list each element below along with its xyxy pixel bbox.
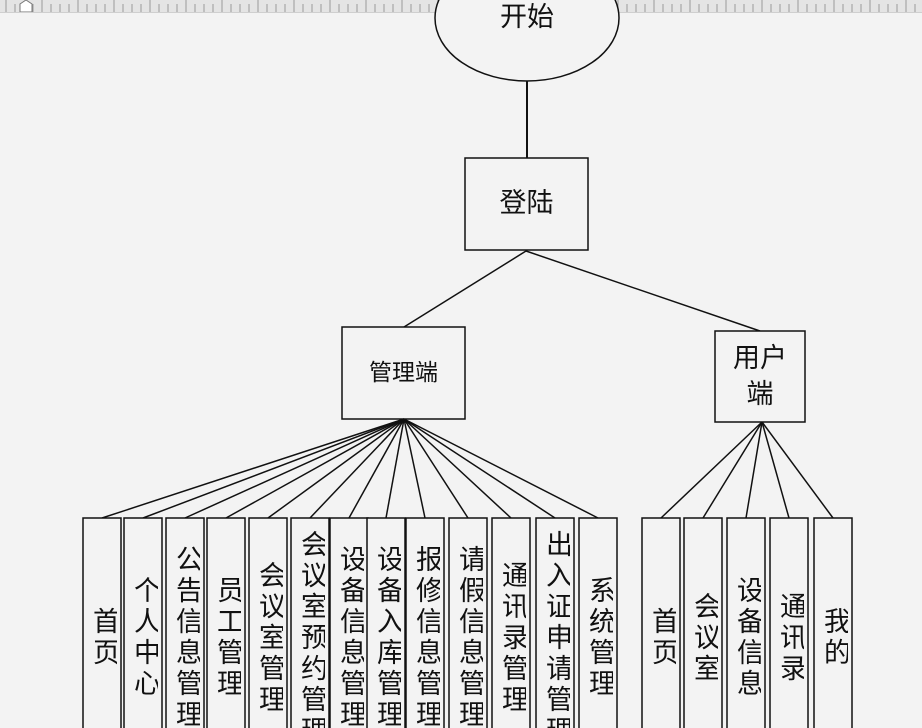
admin-node-label: 管理端 <box>369 359 438 386</box>
admin-node-shape <box>123 517 163 728</box>
admin-edge <box>403 418 426 519</box>
admin-node-label: 请假信息管理 <box>454 545 483 728</box>
user-node-shape <box>813 517 853 728</box>
user-node-label: 首页 <box>647 607 676 669</box>
admin-edge <box>142 418 405 519</box>
user-edge <box>702 421 763 519</box>
user-node-shape <box>683 517 723 728</box>
admin-node-shape <box>535 517 575 728</box>
start-node-label: 开始 <box>500 2 554 34</box>
admin-edge <box>267 418 405 519</box>
admin-node-label: 会议室管理 <box>254 560 283 716</box>
indent-marker-icon[interactable] <box>19 0 33 12</box>
admin-edge <box>101 418 405 519</box>
admin-edge <box>403 418 599 519</box>
user-edge <box>761 421 790 519</box>
admin-node-label: 会议室预约管理 <box>296 529 325 728</box>
user-node-label: 设备信息 <box>732 576 761 700</box>
admin-edge <box>225 418 405 519</box>
admin-edge <box>348 418 405 519</box>
admin-edge <box>403 418 469 519</box>
user-node-label: 用户端 <box>733 343 787 410</box>
admin-node-shape <box>341 326 466 420</box>
admin-edge <box>403 418 556 519</box>
admin-edge <box>385 418 405 519</box>
admin-node-label: 设备信息管理 <box>335 545 364 728</box>
admin-edge <box>184 418 405 519</box>
admin-node-label: 首页 <box>88 607 117 669</box>
admin-node-shape <box>206 517 246 728</box>
login-node-shape <box>464 157 589 251</box>
admin-node-label: 员工管理 <box>212 576 241 700</box>
admin-node-shape <box>448 517 488 728</box>
admin-node-shape <box>290 517 330 728</box>
admin-node-shape <box>82 517 122 728</box>
admin-node-shape <box>405 517 445 728</box>
user-edge <box>761 421 834 519</box>
user-node-label: 会议室 <box>689 591 718 685</box>
edge-login-admin <box>403 250 527 328</box>
user-node-shape <box>641 517 681 728</box>
user-edge <box>660 421 763 519</box>
user-node-label: 我的 <box>819 607 848 669</box>
admin-edge <box>309 418 405 519</box>
admin-node-shape <box>329 517 369 728</box>
admin-node-shape <box>366 517 406 728</box>
edge-login-user <box>525 250 761 332</box>
admin-node-shape <box>248 517 288 728</box>
admin-node-label: 系统管理 <box>584 576 613 700</box>
admin-edge <box>403 418 512 519</box>
admin-node-shape <box>491 517 531 728</box>
user-edge <box>745 421 763 519</box>
user-node-shape <box>714 330 806 423</box>
admin-node-shape <box>578 517 618 728</box>
admin-node-label: 设备入库管理 <box>372 545 401 728</box>
login-node-label: 登陆 <box>499 188 554 220</box>
admin-node-label: 报修信息管理 <box>411 545 440 728</box>
admin-node-label: 通讯录管理 <box>497 560 526 716</box>
user-node-shape <box>769 517 809 728</box>
admin-node-label: 公告信息管理 <box>171 545 200 728</box>
admin-node-label: 个人中心 <box>129 576 158 700</box>
admin-node-shape <box>165 517 205 728</box>
user-node-label: 通讯录 <box>775 591 804 685</box>
admin-node-label: 出入证申请管理 <box>541 529 570 728</box>
user-node-shape <box>726 517 766 728</box>
